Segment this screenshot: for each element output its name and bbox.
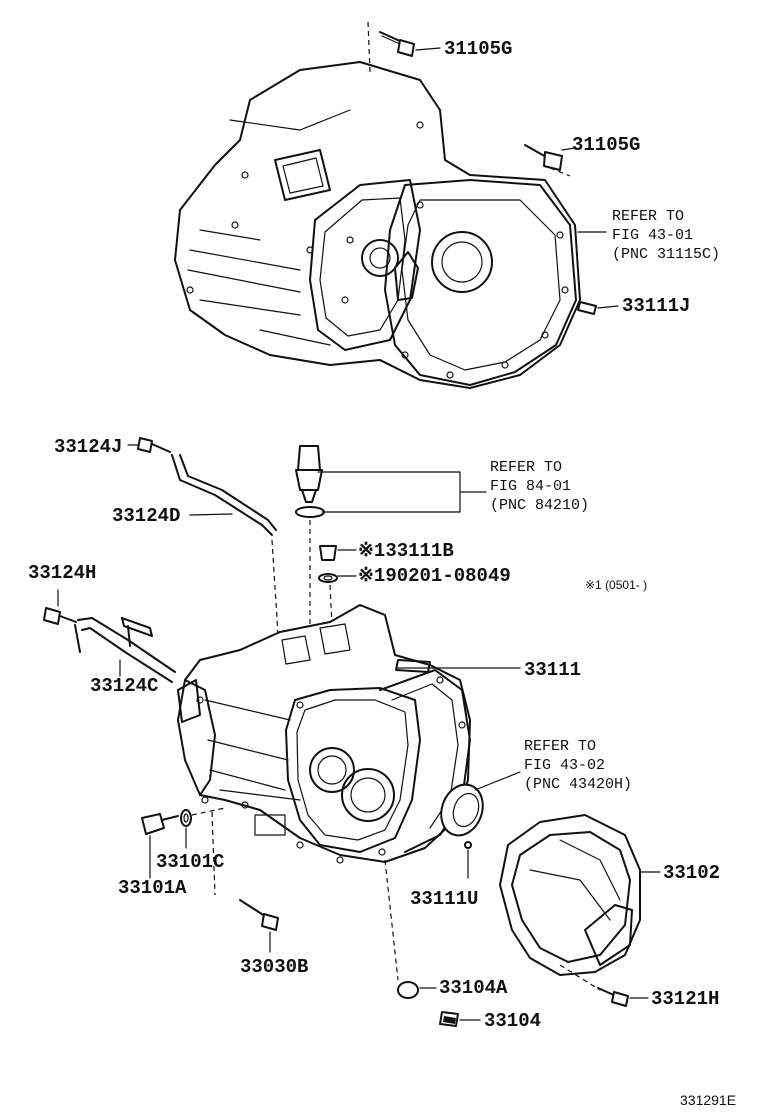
transaxle-housing-drawing [174, 61, 581, 389]
reference-fig-84-01[interactable]: REFER TO FIG 84-01 (PNC 84210) [490, 458, 589, 515]
part-label-33030b[interactable]: 33030B [240, 956, 309, 978]
part-label-33101c[interactable]: 33101C [156, 851, 225, 873]
reference-line-1: REFER TO [490, 459, 563, 476]
bolt-33124h-drawing [43, 589, 77, 625]
reference-fig-43-02[interactable]: REFER TO FIG 43-02 (PNC 43420H) [524, 737, 632, 794]
part-label-33111j[interactable]: 33111J [622, 295, 691, 317]
reference-line-3: (PNC 31115C) [612, 246, 721, 263]
plug-33111b-drawing [318, 545, 357, 626]
reference-line-3: (PNC 43420H) [524, 776, 633, 793]
part-label-33101a[interactable]: 33101A [118, 877, 187, 899]
part-label-33111u[interactable]: 33111U [410, 888, 479, 910]
part-label-33102[interactable]: 33102 [663, 862, 721, 884]
bracket-33124d-drawing [171, 454, 279, 636]
bracket-33124c-drawing [74, 617, 176, 683]
date-range-note: ※1 (0501- ) [585, 578, 648, 592]
part-label-33121h[interactable]: 33121H [651, 988, 720, 1010]
bolt-33030b-drawing [211, 811, 279, 953]
sensor-84210-drawing [295, 445, 487, 630]
part-label-33124d[interactable]: 33124D [112, 505, 181, 527]
part-label-31105g-mid[interactable]: 31105G [572, 134, 641, 156]
bolt-31105g-top-drawing [367, 21, 441, 73]
reference-fig-43-01[interactable]: REFER TO FIG 43-01 (PNC 31115C) [612, 207, 720, 264]
gasket-33101c-drawing [180, 807, 226, 849]
part-label-33124h[interactable]: 33124H [28, 562, 97, 584]
reference-line-2: FIG 43-02 [524, 757, 606, 774]
reference-line-3: (PNC 84210) [490, 497, 590, 514]
plug-33104-drawing [439, 1011, 481, 1027]
part-label-90201-08049[interactable]: ※190201-08049 [358, 565, 511, 587]
pin-33111u-drawing [464, 841, 472, 879]
part-label-31105g-top[interactable]: 31105G [444, 38, 513, 60]
part-label-33104a[interactable]: 33104A [439, 977, 508, 999]
reference-line-2: FIG 84-01 [490, 478, 572, 495]
plug-33104a-drawing [384, 859, 437, 999]
diagram-code: 331291E [680, 1092, 737, 1108]
part-label-33104[interactable]: 33104 [484, 1010, 542, 1032]
reference-line-1: REFER TO [612, 208, 685, 225]
reference-line-1: REFER TO [524, 738, 597, 755]
reference-line-2: FIG 43-01 [612, 227, 694, 244]
part-label-33124j[interactable]: 33124J [54, 436, 123, 458]
part-label-33111b[interactable]: ※133111B [358, 540, 454, 562]
bolt-33124j-drawing [127, 437, 171, 453]
bolt-31105g-mid-drawing [524, 144, 576, 177]
transmission-case-drawing [177, 604, 521, 864]
oil-seal-43420h-drawing [440, 771, 521, 837]
plug-33101a-drawing [141, 813, 179, 879]
cover-33102-drawing [499, 814, 661, 976]
part-label-33111[interactable]: 33111 [524, 659, 582, 681]
part-label-33124c[interactable]: 33124C [90, 675, 159, 697]
pin-33111j-drawing [577, 301, 619, 315]
bolt-33121h-drawing [559, 964, 649, 1007]
